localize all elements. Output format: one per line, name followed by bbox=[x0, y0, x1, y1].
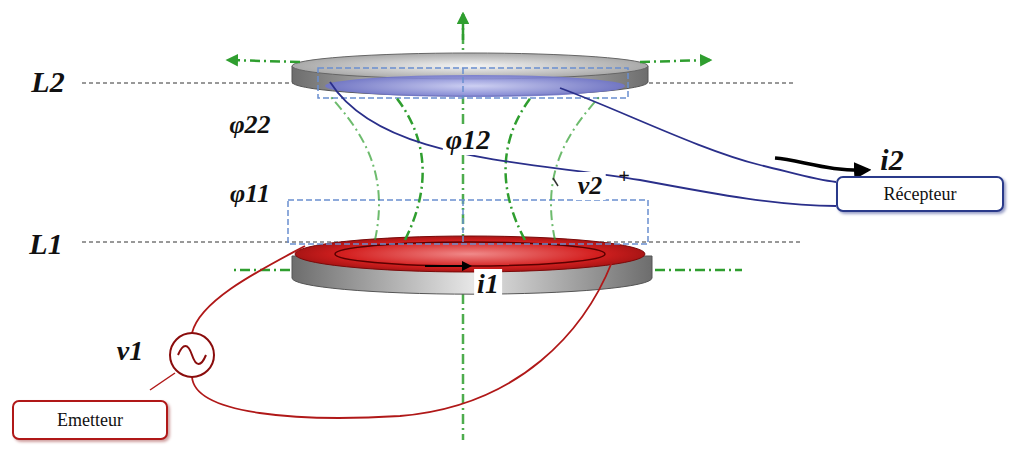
symbol-label: φ12 bbox=[443, 125, 493, 155]
tick-mark bbox=[553, 178, 558, 186]
symbol-label: φ11 bbox=[227, 180, 273, 208]
ac-source-symbol bbox=[170, 333, 214, 377]
source-lead bbox=[150, 373, 175, 390]
coil-turn bbox=[335, 242, 605, 266]
emitter-coil bbox=[295, 236, 645, 272]
block-label: Emetteur bbox=[57, 410, 123, 431]
sine-symbol bbox=[178, 346, 206, 364]
receiver-wire bbox=[330, 82, 836, 206]
flux-arrow bbox=[228, 60, 300, 62]
emitter-wire bbox=[192, 262, 612, 418]
symbol-label: L1 bbox=[26, 228, 65, 260]
symbol-label: v2 bbox=[575, 172, 606, 200]
flux-line bbox=[395, 96, 423, 240]
flux-line bbox=[655, 269, 742, 272]
symbol-label: φ22 bbox=[226, 111, 273, 139]
emitter-wire bbox=[192, 246, 305, 333]
current-arrow bbox=[425, 265, 470, 267]
axis-arrow bbox=[462, 14, 465, 40]
flux-region bbox=[318, 68, 628, 98]
flux-region-divider bbox=[462, 200, 464, 244]
block-box: Emetteur bbox=[12, 400, 168, 440]
symbol-label: i1 bbox=[474, 269, 502, 299]
flux-line bbox=[506, 96, 532, 240]
block-box: Récepteur bbox=[836, 176, 1004, 212]
flux-region bbox=[288, 200, 648, 244]
flux-line bbox=[330, 96, 379, 240]
current-arrow bbox=[775, 158, 868, 170]
symbol-label: i2 bbox=[877, 144, 906, 176]
symbol-label: v1 bbox=[114, 336, 146, 366]
flux-arrow bbox=[640, 60, 710, 62]
block-label: Récepteur bbox=[884, 184, 957, 205]
receiver-coil bbox=[325, 75, 625, 97]
symbol-label: L2 bbox=[28, 66, 67, 98]
flux-region-divider bbox=[462, 68, 464, 98]
receiver-wire bbox=[560, 88, 836, 182]
symbol-label: + bbox=[615, 165, 632, 187]
